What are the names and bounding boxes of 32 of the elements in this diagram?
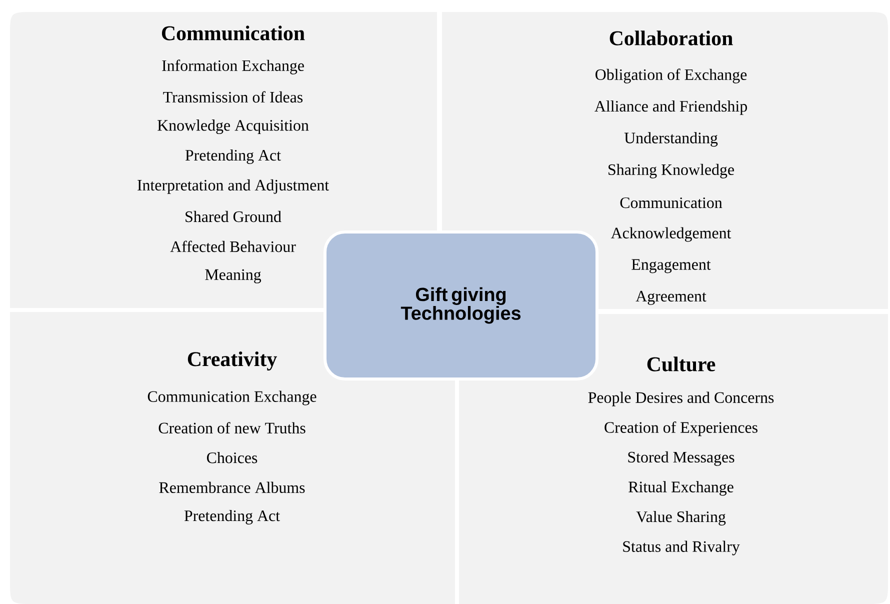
quadrant-heading: Collaboration [610, 30, 733, 46]
list-item: Engagement [632, 259, 711, 274]
list-item: Communication Exchange [148, 390, 316, 406]
list-item: Ritual Exchange [628, 481, 734, 496]
list-item: Choices [206, 452, 258, 464]
list-item: Pretending Act [184, 510, 280, 524]
quadrant-heading: Culture [647, 356, 716, 372]
list-item: Remembrance Albums [159, 482, 305, 493]
quadrant-heading: Communication [162, 26, 305, 40]
center-box: Gift giving Technologies [324, 230, 598, 380]
list-item: Acknowledgement [610, 227, 732, 242]
list-item: Information Exchange [162, 60, 304, 74]
list-item: Creation of new Truths [158, 422, 306, 434]
list-item: Meaning [205, 269, 262, 284]
list-item: Creation of Experiences [604, 422, 758, 436]
list-item: Alliance and Friendship [594, 100, 747, 115]
list-item: Status and Rivalry [623, 540, 740, 556]
list-item: Knowledge Acquisition [158, 120, 309, 134]
list-item: Transmission of Ideas [163, 91, 303, 103]
list-item: Stored Messages [628, 451, 734, 466]
list-item: People Desires and Concerns [588, 392, 774, 406]
list-item: Obligation of Exchange [596, 68, 747, 84]
list-item: Value Sharing [636, 510, 726, 526]
quadrant-heading: Creativity [188, 351, 277, 370]
list-item: Interpretation and Adjustment [138, 179, 329, 194]
list-item: Shared Ground [186, 210, 282, 222]
list-item: Understanding [624, 132, 718, 147]
list-item: Communication [620, 197, 722, 208]
list-item: Sharing Knowledge [608, 164, 734, 178]
list-item: Pretending Act [185, 149, 281, 164]
list-item: Affected Behaviour [170, 240, 296, 252]
list-item: Agreement [636, 290, 706, 305]
